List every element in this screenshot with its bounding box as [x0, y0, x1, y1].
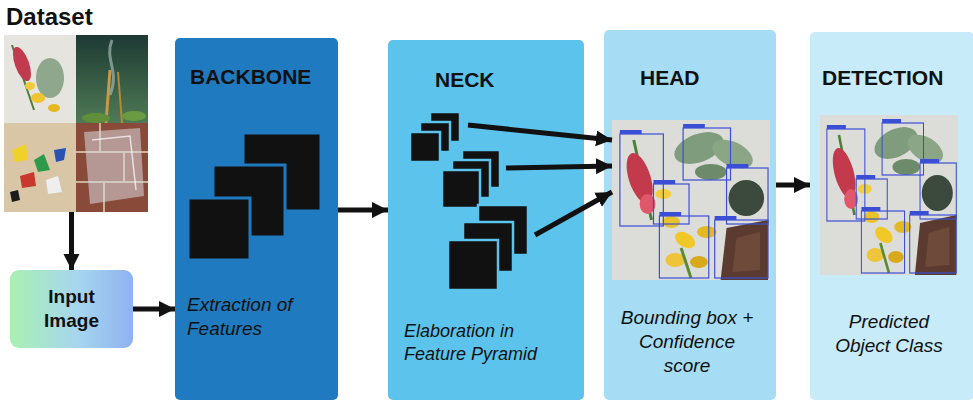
flow-arrow — [506, 166, 612, 168]
input-box: Input Image — [10, 270, 133, 348]
stage-title: HEAD — [640, 65, 776, 91]
feature-map-icon — [188, 133, 321, 260]
dataset-collage — [4, 35, 148, 212]
stage-title: BACKBONE — [190, 64, 338, 90]
flow-arrow — [338, 208, 388, 213]
feature-pyramid-icon — [410, 112, 528, 290]
stage-description: Elaboration in Feature Pyramid — [404, 320, 574, 365]
flow-arrow — [535, 192, 612, 235]
stage-description: Bounding box + Confidence score — [614, 306, 760, 377]
stage-title: DETECTION — [822, 65, 973, 91]
flow-arrow — [69, 212, 74, 270]
detection-image — [820, 115, 958, 275]
flow-arrow — [133, 307, 175, 312]
flow-arrow — [468, 125, 612, 140]
stage-description: Predicted Object Class — [819, 310, 959, 358]
stage-title: NECK — [435, 67, 584, 93]
head-image — [612, 120, 770, 280]
stage-description: Extraction of Features — [187, 293, 327, 341]
flow-arrow — [776, 183, 810, 188]
input-label: Input Image — [24, 285, 120, 333]
dataset-title: Dataset — [6, 2, 154, 32]
